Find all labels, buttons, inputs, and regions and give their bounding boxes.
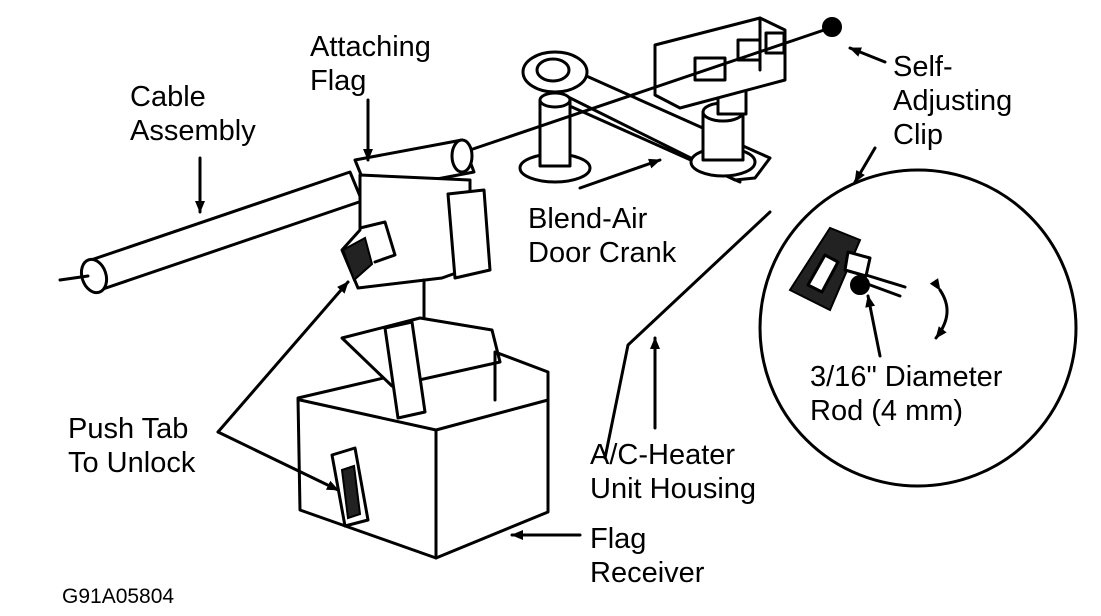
label-push-tab-to-unlock: Push Tab To Unlock (68, 413, 196, 479)
flag-receiver-part (296, 316, 550, 560)
label-heater-unit-housing: A/C-Heater Unit Housing (590, 439, 756, 505)
control-rod (468, 17, 842, 152)
attaching-flag-part (340, 138, 492, 290)
heater-housing-edge (603, 210, 772, 460)
label-attaching-flag: Attaching Flag (310, 31, 439, 97)
label-flag-receiver: Flag Receiver (590, 523, 705, 589)
label-rod-diameter: 3/16" Diameter Rod (4 mm) (810, 361, 1011, 427)
blend-air-door-crank (518, 50, 772, 184)
cable-assembly-part (58, 170, 364, 295)
detail-circle (758, 168, 1078, 488)
callout-arrows (195, 46, 887, 540)
figure-code: G91A05804 (62, 585, 174, 608)
label-blend-air-door-crank: Blend-Air Door Crank (528, 203, 677, 269)
label-self-adjusting-clip: Self- Adjusting Clip (893, 51, 1020, 151)
label-cable-assembly: Cable Assembly (130, 81, 256, 147)
self-adjusting-clip-part (653, 16, 787, 110)
